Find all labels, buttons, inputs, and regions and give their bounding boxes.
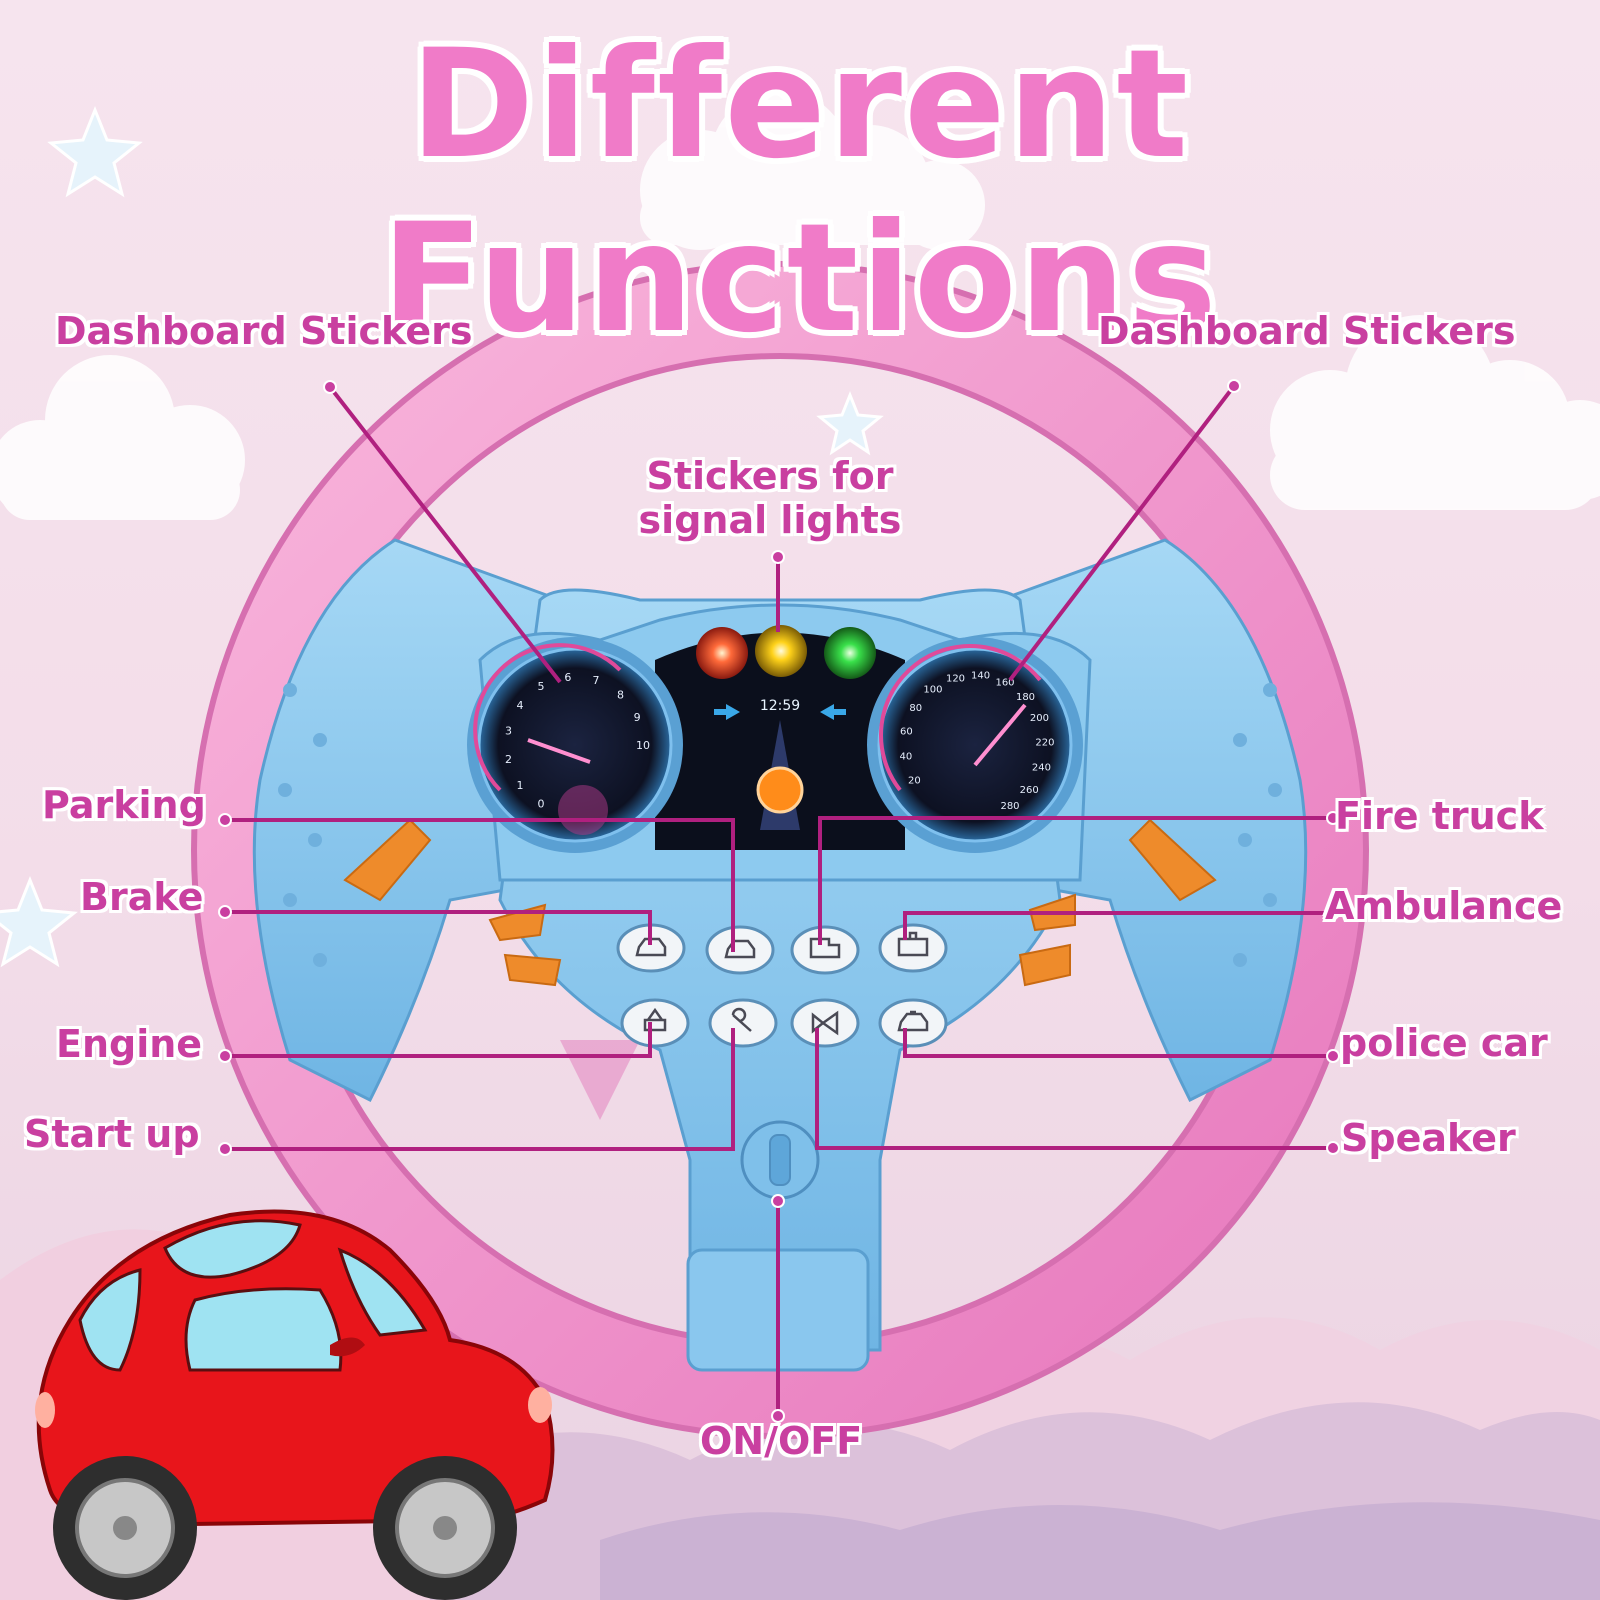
label-ambulance: Ambulance <box>1325 884 1563 928</box>
speedometer-tick-label: 60 <box>900 727 913 738</box>
speedometer-tick-label: 280 <box>1000 801 1019 812</box>
horn-icon <box>811 1010 839 1036</box>
label-dashboard-stickers-right: Dashboard Stickers <box>1098 309 1516 353</box>
label-dashboard-stickers-left: Dashboard Stickers <box>55 309 473 353</box>
signal-light-yellow <box>755 625 807 677</box>
leader-lines <box>225 384 1333 1416</box>
speedometer-tick-label: 200 <box>1030 713 1049 724</box>
signal-light-green <box>824 627 876 679</box>
cartoon-car-illustration <box>35 1209 555 1600</box>
tachometer-tick-label: 3 <box>505 725 512 738</box>
tachometer-tick-label: 1 <box>517 779 524 792</box>
label-start-up: Start up <box>24 1112 200 1156</box>
label-police-car: police car <box>1340 1021 1548 1065</box>
tachometer-tick-label: 0 <box>538 798 545 811</box>
speedometer-tick-label: 80 <box>909 703 922 714</box>
tachometer-tick-label: 6 <box>564 671 571 684</box>
tachometer-tick-label: 9 <box>634 711 641 724</box>
parking-button[interactable] <box>705 925 775 975</box>
ambulance-icon <box>897 931 929 957</box>
label-on-off: ON/OFF <box>700 1419 863 1463</box>
speedometer-tick-label: 40 <box>900 752 913 763</box>
engine-icon <box>643 1007 667 1032</box>
sound-buttons <box>616 923 948 1048</box>
speedometer-tick-label: 120 <box>946 673 965 684</box>
speedometer-tick-label: 240 <box>1032 763 1051 774</box>
speedometer-tick-label: 220 <box>1035 738 1054 749</box>
police-car-icon <box>897 1010 929 1032</box>
fire-truck-button[interactable] <box>790 925 860 975</box>
police-car-button[interactable] <box>878 998 948 1048</box>
label-brake: Brake <box>80 875 204 919</box>
label-signal-lights: Stickers for signal lights <box>620 454 920 542</box>
key-icon <box>731 1007 752 1032</box>
speedometer-tick-label: 260 <box>1020 785 1039 796</box>
label-speaker: Speaker <box>1341 1116 1516 1160</box>
ambulance-button[interactable] <box>878 923 948 973</box>
tachometer-tick-label: 8 <box>617 688 624 701</box>
engine-button[interactable] <box>620 998 690 1048</box>
leader-dots <box>218 379 1340 1423</box>
speedometer-tick-label: 160 <box>995 677 1014 688</box>
label-signal-lights-line2: signal lights <box>638 497 902 542</box>
page-title: Different Functions <box>381 18 1219 366</box>
speedometer-tick-label: 20 <box>908 776 921 787</box>
clock-readout: 12:59 <box>760 698 800 714</box>
car-icon <box>724 939 756 959</box>
button-icons <box>635 931 929 1036</box>
signal-light-red <box>696 627 748 679</box>
car-icon <box>635 937 667 957</box>
label-engine: Engine <box>56 1022 203 1066</box>
tachometer-tick-label: 7 <box>593 674 600 687</box>
speedometer-tick-label: 100 <box>923 685 942 696</box>
cloud-decoration <box>0 90 1600 520</box>
speedometer-tick-label: 180 <box>1016 692 1035 703</box>
tachometer-tick-label: 5 <box>538 680 545 693</box>
label-fire-truck: Fire truck <box>1335 794 1544 838</box>
speedometer-tick-label: 140 <box>971 671 990 682</box>
fire-truck-icon <box>809 937 841 959</box>
label-signal-lights-line1: Stickers for <box>646 454 894 498</box>
tachometer-tick-label: 10 <box>636 739 650 752</box>
label-parking: Parking <box>42 783 206 827</box>
tachometer-tick-label: 4 <box>517 699 524 712</box>
tachometer-tick-label: 2 <box>505 753 512 766</box>
